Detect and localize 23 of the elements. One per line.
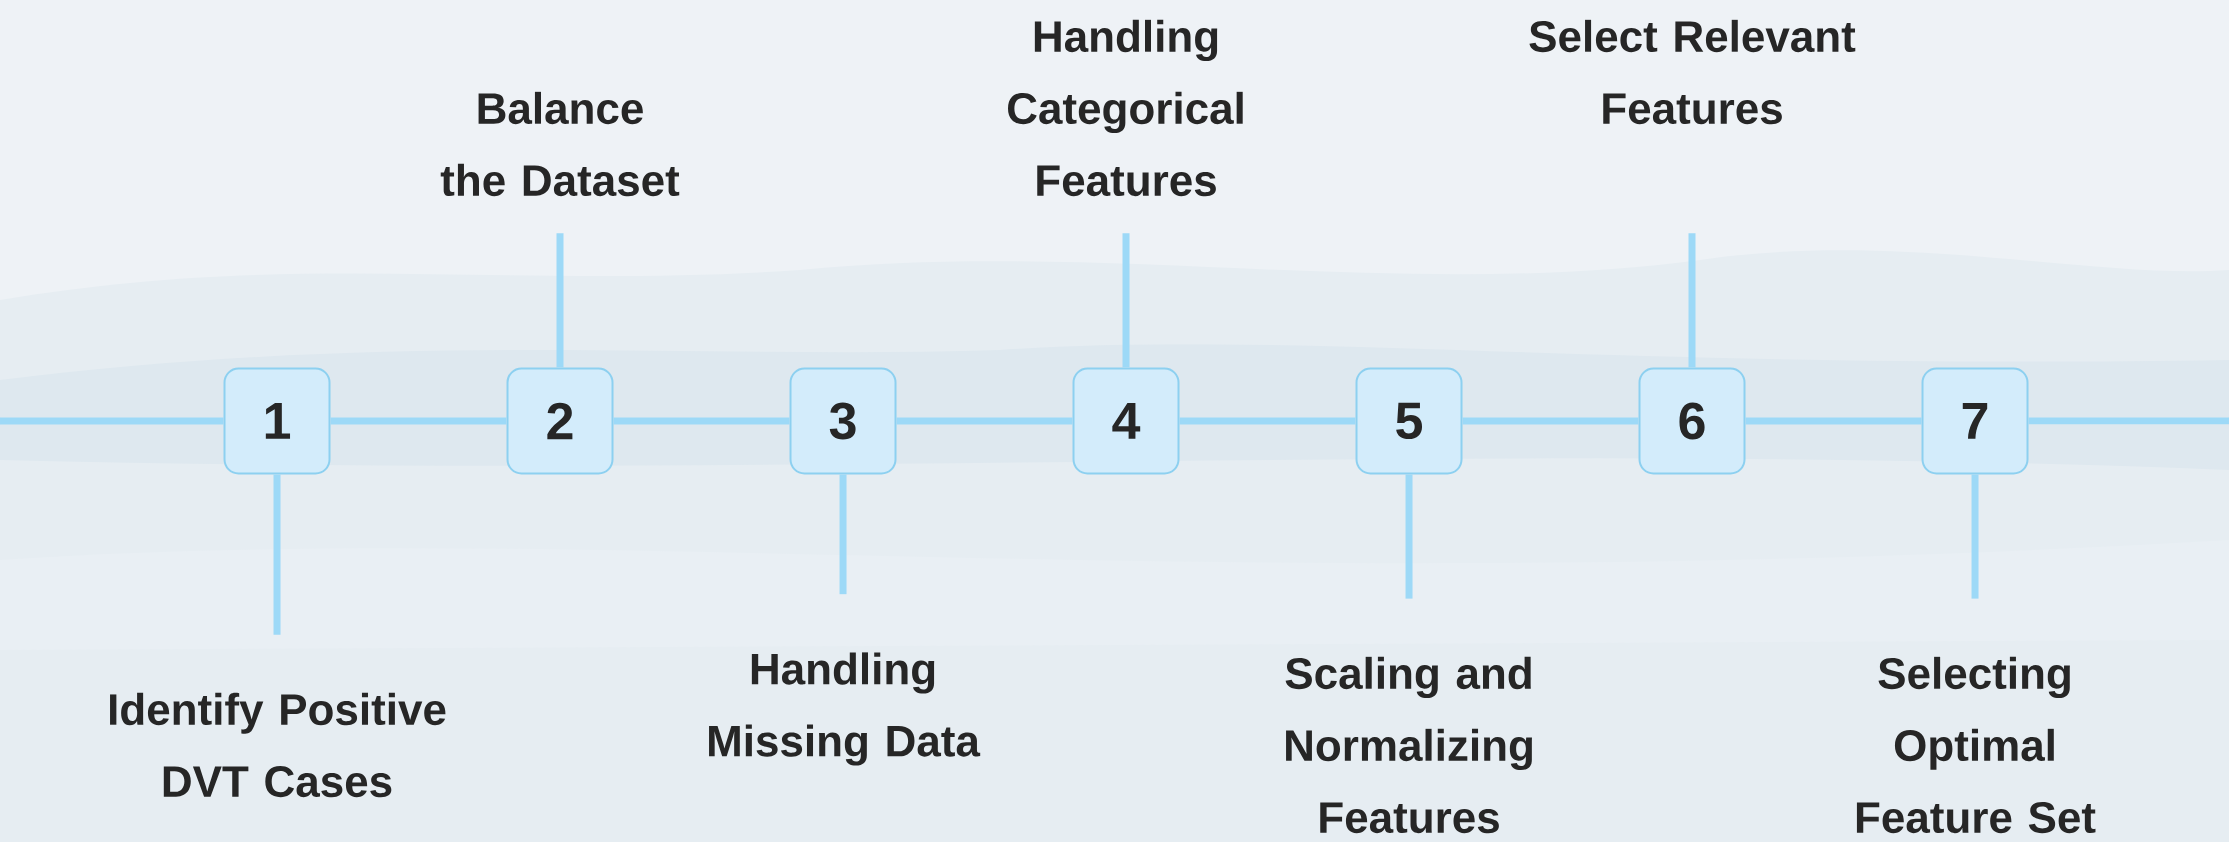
step-label: Select Relevant Features bbox=[1529, 19, 1856, 125]
step-label: Identify Positive DVT Cases bbox=[110, 692, 446, 798]
timeline-line bbox=[896, 417, 1073, 425]
timeline-line bbox=[1745, 417, 1922, 425]
step-label: Handling Categorical Features bbox=[1008, 19, 1243, 197]
step-label: Handling Missing Data bbox=[709, 652, 981, 766]
step-number-box: 6 bbox=[1638, 367, 1746, 475]
step-label: Balance the Dataset bbox=[440, 91, 680, 197]
step-number-box: 1 bbox=[223, 367, 331, 475]
timeline-line bbox=[1179, 417, 1356, 425]
timeline-line bbox=[0, 417, 224, 425]
timeline-line bbox=[330, 417, 507, 425]
leader-line bbox=[839, 474, 847, 595]
step-number-box: 7 bbox=[1921, 367, 2029, 475]
timeline-line bbox=[1462, 417, 1639, 425]
step-number-box: 4 bbox=[1072, 367, 1180, 475]
step-number-box: 3 bbox=[789, 367, 897, 475]
step-label: Selecting Optimal Feature Set bbox=[1856, 656, 2096, 834]
step-number-box: 5 bbox=[1355, 367, 1463, 475]
step-label: Scaling and Normalizing Features bbox=[1285, 656, 1532, 834]
timeline-line bbox=[613, 417, 790, 425]
timeline-line bbox=[2028, 417, 2229, 425]
step-number-box: 2 bbox=[506, 367, 614, 475]
